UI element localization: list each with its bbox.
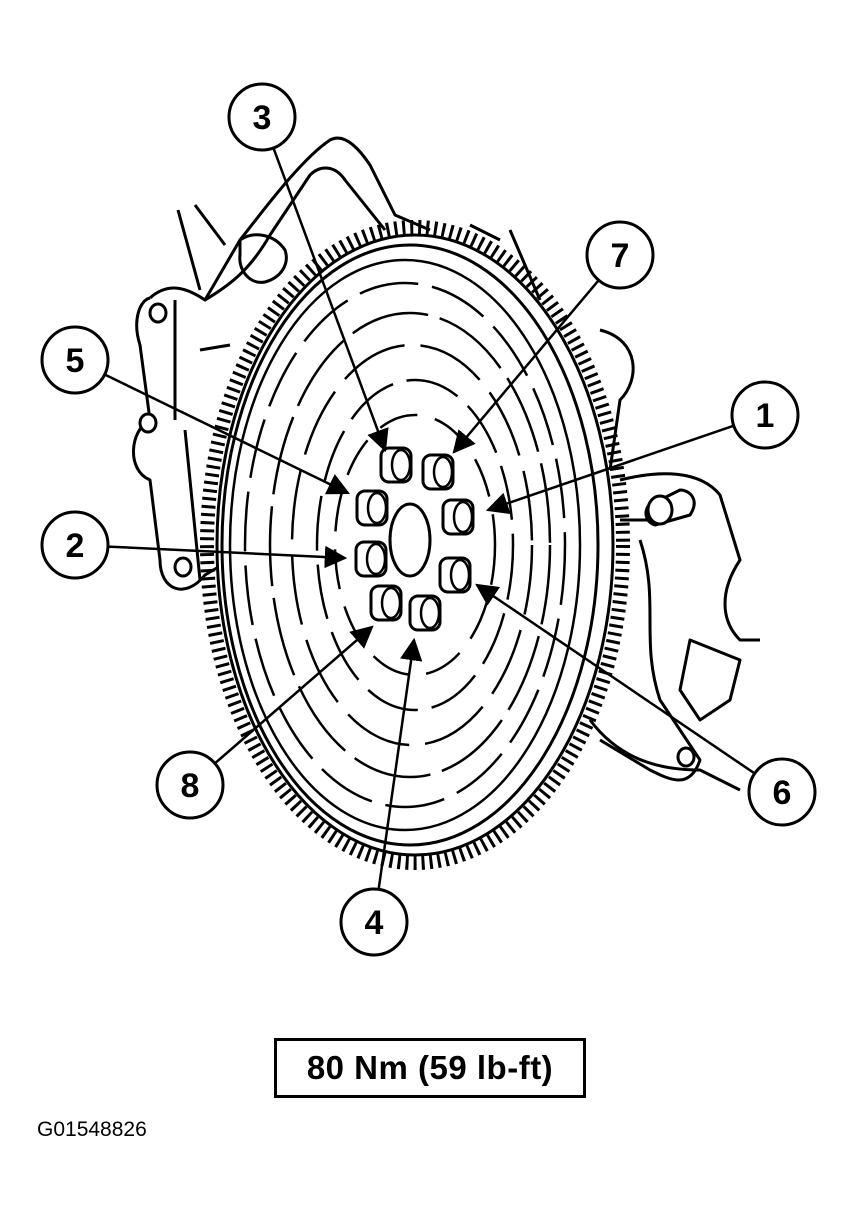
callout-5: 5 (40, 325, 110, 395)
callout-number: 7 (611, 237, 630, 275)
callout-number: 4 (365, 904, 384, 942)
leader-line-5 (104, 373, 351, 495)
callout-1: 1 (730, 380, 800, 450)
flywheel-bolts (354, 446, 475, 632)
figure-id: G01548826 (37, 1118, 147, 1141)
leader-line-6 (475, 583, 756, 775)
bolt-8 (369, 584, 403, 622)
leader-line-2 (107, 545, 348, 569)
leader-line-3 (272, 147, 389, 453)
bolt-5 (355, 489, 389, 527)
leader-line-1 (485, 424, 735, 515)
bolt-2 (354, 540, 388, 578)
callout-number: 5 (66, 342, 85, 380)
leader-line-8 (214, 625, 374, 765)
housing-bolt-holes (138, 302, 696, 768)
bolt-3 (379, 446, 413, 484)
callout-number: 2 (66, 527, 85, 565)
leader-line-7 (452, 279, 600, 454)
callout-number: 6 (773, 774, 792, 812)
flywheel (200, 220, 630, 870)
bolt-7 (421, 453, 455, 491)
callout-number: 8 (181, 767, 200, 805)
callout-number: 1 (756, 397, 775, 435)
callout-3: 3 (227, 82, 297, 152)
callout-circles: 1 2 3 4 5 6 7 8 (40, 82, 817, 957)
bolt-4 (408, 594, 442, 632)
callout-6: 6 (747, 757, 817, 827)
callout-leaders (104, 147, 756, 890)
callout-number: 3 (253, 99, 272, 137)
callout-7: 7 (585, 220, 655, 290)
bolt-6 (438, 556, 472, 594)
callout-4: 4 (339, 887, 409, 957)
bolt-1 (441, 498, 475, 536)
callout-2: 2 (40, 510, 110, 580)
callout-8: 8 (155, 750, 225, 820)
engine-housing (132, 136, 760, 792)
leader-line-4 (377, 637, 423, 890)
torque-spec-box: 80 Nm (59 lb-ft) (274, 1038, 586, 1098)
torque-spec-label: 80 Nm (59 lb-ft) (306, 1049, 554, 1086)
